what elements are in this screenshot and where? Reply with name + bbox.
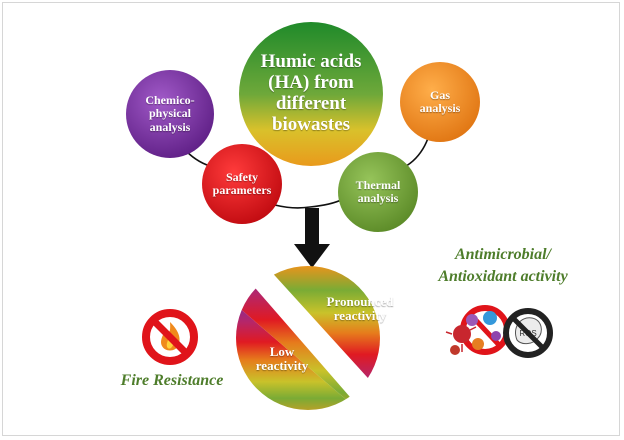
no-fire-icon [142,309,198,365]
chemico-physical-circle [126,70,214,158]
safety-circle [202,144,282,224]
antimicrobial-caption: Antimicrobial/ Antioxidant activity [438,246,568,285]
fire-resistance-caption: Fire Resistance [120,372,224,389]
split-gap [242,252,394,418]
no-ros-icon: ROS [503,308,553,358]
gas-circle [400,62,480,142]
low-reactivity-label: Low reactivity [255,343,309,373]
safety-label: Safety parameters [212,169,272,197]
microbes-cluster-icon [445,305,510,355]
thermal-circle [338,152,418,232]
gas-label: Gas analysis [419,87,461,115]
humic-acids-label: Humic acids (HA) from different biowaste… [260,51,362,135]
down-arrow-icon [294,208,330,268]
chemico-physical-label: Chemico-physical analysis [145,93,195,134]
humic-acids-circle [239,22,383,166]
thermal-label: Thermal analysis [355,177,401,205]
pronounced-reactivity-label: Pronounced reactivity [326,293,394,323]
